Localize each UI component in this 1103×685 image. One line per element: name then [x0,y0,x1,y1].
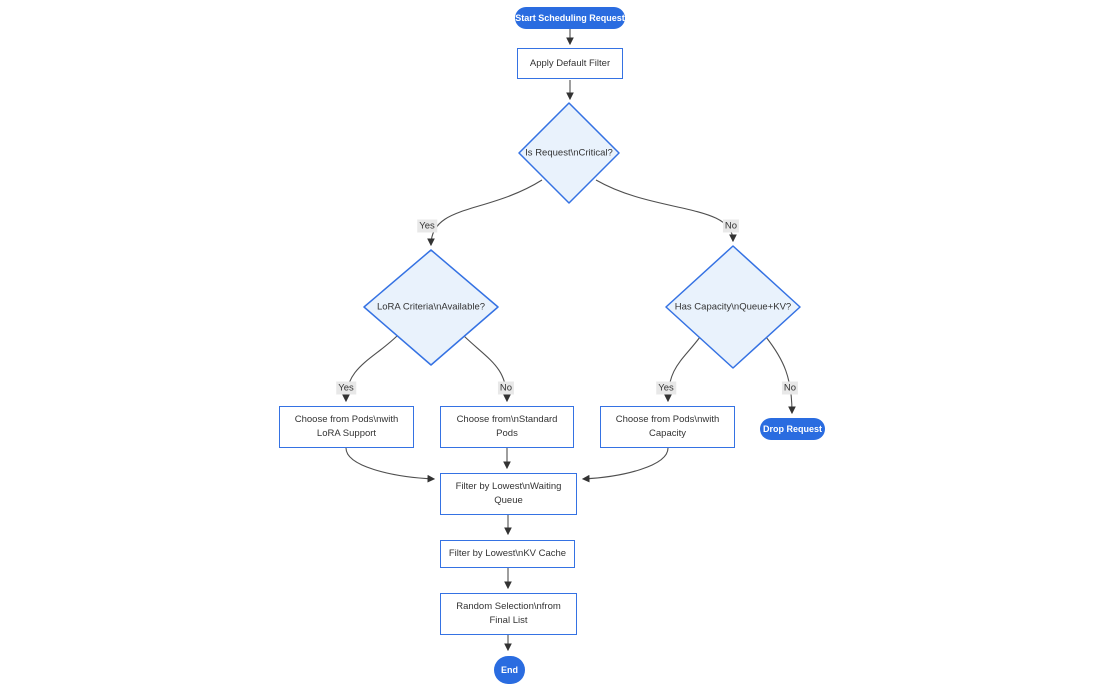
node-choose-lora-pods: Choose from Pods\nwith LoRA Support [279,406,414,448]
edge-label-critical-no: No [722,219,740,233]
node-start-label: Start Scheduling Request [515,13,625,23]
node-choose-lora-pods-line1: Choose from Pods\nwith [294,414,399,425]
node-choose-standard-pods-line1: Choose from\nStandard [456,414,558,425]
edge-label-lora-no: No [497,381,515,395]
edge-chooselora-to-filter [345,447,436,483]
decision-is-critical-shape [518,102,620,204]
decision-lora-available-shape [363,249,499,366]
node-choose-capacity-pods-line1: Choose from Pods\nwith [615,414,720,425]
decision-lora-available-label: LoRA Criteria\nAvailable? [376,301,486,313]
node-end-label: End [501,665,518,675]
node-apply-default-filter: Apply Default Filter [517,48,623,79]
node-choose-standard-pods: Choose from\nStandard Pods [440,406,574,448]
node-filter-waiting-queue: Filter by Lowest\nWaiting Queue [440,473,577,515]
edge-critical-no [595,179,737,243]
node-end: End [494,656,525,684]
edge-critical-yes [427,179,543,247]
decision-is-critical-label: Is Request\nCritical? [525,147,613,159]
edge-capacity-no [765,336,796,415]
decision-has-capacity-label: Has Capacity\nQueue+KV? [674,301,792,313]
node-filter-waiting-queue-line2: Queue [494,495,523,506]
edge-label-lora-yes: Yes [336,381,356,395]
node-start: Start Scheduling Request [515,7,625,29]
node-choose-standard-pods-line2: Pods [496,428,518,439]
node-filter-waiting-queue-line1: Filter by Lowest\nWaiting [455,481,562,492]
node-choose-lora-pods-line2: LoRA Support [316,428,377,439]
node-random-selection: Random Selection\nfrom Final List [440,593,577,635]
node-random-selection-line2: Final List [489,615,528,626]
node-drop-request-label: Drop Request [762,424,822,434]
node-filter-kv-cache-label: Filter by Lowest\nKV Cache [448,548,567,559]
node-drop-request: Drop Request [760,418,825,440]
edge-choosecapacity-to-filter [581,447,669,483]
edge-label-critical-yes: Yes [417,219,437,233]
node-apply-default-filter-label: Apply Default Filter [529,57,611,69]
node-random-selection-line1: Random Selection\nfrom [456,601,561,612]
node-filter-kv-cache: Filter by Lowest\nKV Cache [440,540,575,568]
edge-label-capacity-no: No [781,381,799,395]
node-choose-capacity-pods-line2: Capacity [649,428,686,439]
decision-has-capacity-shape [665,245,801,369]
node-choose-capacity-pods: Choose from Pods\nwith Capacity [600,406,735,448]
edge-label-capacity-yes: Yes [656,381,676,395]
